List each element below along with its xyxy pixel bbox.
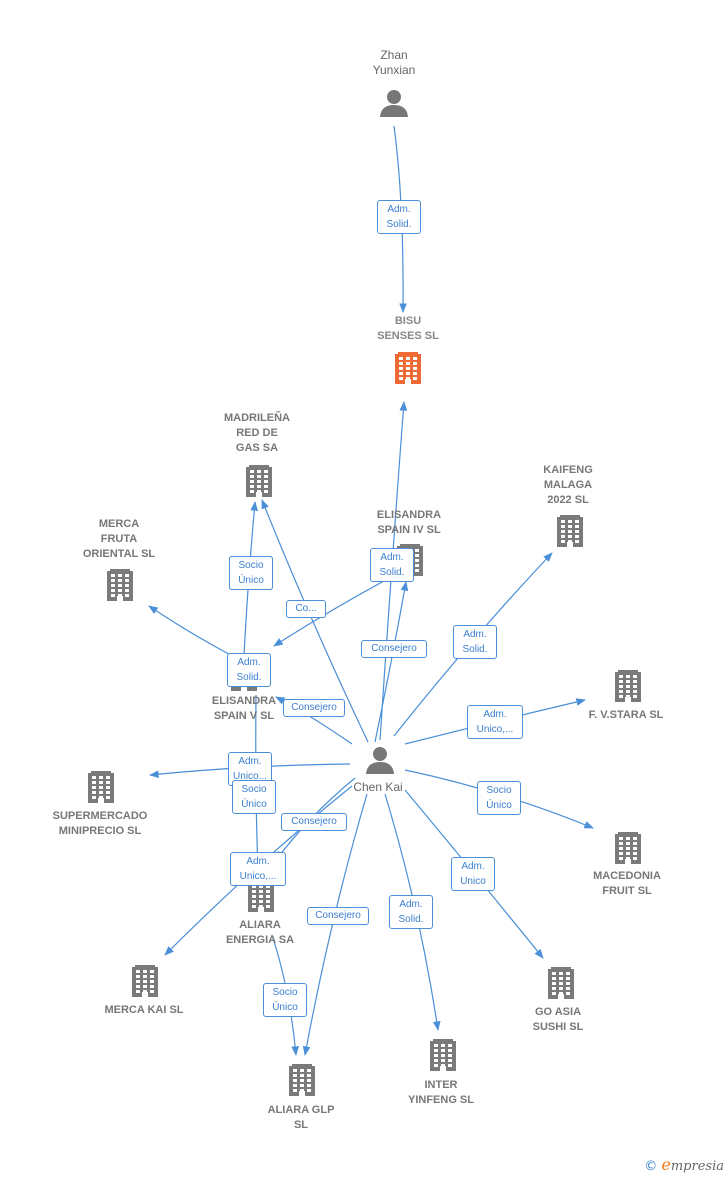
edges-layer — [148, 125, 594, 1056]
node-label-aliara_glp[interactable]: ALIARA GLP SL — [267, 1104, 335, 1131]
edge-label-chen-to-macedonia[interactable]: Socio Único — [477, 781, 521, 815]
building-icon-aliara_energia[interactable] — [248, 880, 274, 912]
building-icon-go_asia[interactable] — [548, 967, 574, 999]
brand-name: mpresia — [670, 1159, 724, 1174]
node-label-vstara[interactable]: F. V.STARA SL — [588, 709, 664, 721]
edge-label-chen-to-kaifeng[interactable]: Adm. Solid. — [453, 625, 497, 659]
building-icon-madrilena[interactable] — [246, 465, 272, 497]
person-icon-zhan[interactable] — [380, 90, 408, 117]
building-icon-merca_kai[interactable] — [132, 965, 158, 997]
edge-label-chen-to-elisandra_v[interactable]: Consejero — [283, 699, 345, 717]
edge-label-aliara_energia-to-aliara_glp[interactable]: Socio Único — [263, 983, 307, 1017]
edge-chen-to-elisandra_iv — [374, 581, 409, 743]
node-label-zhan[interactable]: Zhan Yunxian — [372, 48, 416, 77]
edge-chen-to-madrilena — [261, 499, 369, 743]
edge-label-elisandra_v-to-aliara_energia[interactable]: Socio Único — [232, 780, 276, 814]
node-label-madrilena[interactable]: MADRILEÑA RED DE GAS SA — [224, 412, 290, 454]
node-label-chen[interactable]: Chen Kai — [353, 780, 403, 794]
edge-label-zhan-to-bisu[interactable]: Adm. Solid. — [377, 200, 421, 234]
edge-label-chen-to-merca_kai[interactable]: Adm. Unico,... — [230, 852, 286, 886]
node-label-inter_yinfeng[interactable]: INTER YINFENG SL — [407, 1079, 474, 1106]
edge-label-elisandra_v-to-merca_fruta[interactable]: Adm. Solid. — [227, 653, 271, 687]
copyright-symbol: © — [644, 1159, 658, 1174]
edge-elisandra_iv-to-elisandra_v — [273, 574, 396, 647]
node-label-elisandra_iv[interactable]: ELISANDRA SPAIN IV SL — [376, 509, 442, 536]
edge-label-chen-to-elisandra_iv[interactable]: Consejero — [361, 640, 427, 658]
building-icon-bisu[interactable] — [395, 352, 421, 384]
node-label-supermercado[interactable]: SUPERMERCADO MINIPRECIO SL — [52, 810, 148, 837]
edge-label-chen-to-bisu[interactable]: Adm. Solid. — [370, 548, 414, 582]
building-icon-macedonia[interactable] — [615, 832, 641, 864]
building-icon-merca_fruta[interactable] — [107, 569, 133, 601]
node-label-macedonia[interactable]: MACEDONIA FRUIT SL — [593, 870, 661, 897]
building-icon-inter_yinfeng[interactable] — [430, 1039, 456, 1071]
brand-initial: e — [661, 1155, 671, 1174]
node-label-go_asia[interactable]: GO ASIA SUSHI SL — [532, 1006, 584, 1033]
node-label-bisu[interactable]: BISU SENSES SL — [377, 315, 439, 342]
edge-label-elisandra_v-to-madrilena[interactable]: Socio Único — [229, 556, 273, 590]
edge-label-chen-to-aliara_glp[interactable]: Consejero — [307, 907, 369, 925]
empresia-watermark: © empresia — [644, 1155, 724, 1174]
building-icon-kaifeng[interactable] — [557, 515, 583, 547]
node-label-merca_kai[interactable]: MERCA KAI SL — [104, 1004, 184, 1016]
node-label-merca_fruta[interactable]: MERCA FRUTA ORIENTAL SL — [82, 518, 156, 560]
node-label-elisandra_v[interactable]: ELISANDRA SPAIN V SL — [211, 695, 277, 722]
edge-label-elisandra_iv-to-elisandra_v[interactable]: Co... — [286, 600, 326, 618]
node-label-aliara_energia[interactable]: ALIARA ENERGIA SA — [225, 919, 295, 946]
edge-label-chen-to-vstara[interactable]: Adm. Unico,... — [467, 705, 523, 739]
edge-chen-to-elisandra_v — [275, 696, 353, 745]
building-icon-vstara[interactable] — [615, 670, 641, 702]
building-icon-aliara_glp[interactable] — [289, 1064, 315, 1096]
edge-label-chen-to-inter_yinfeng[interactable]: Adm. Solid. — [389, 895, 433, 929]
building-icon-supermercado[interactable] — [88, 771, 114, 803]
person-icon-chen[interactable] — [366, 747, 394, 774]
icons-layer — [88, 90, 641, 1096]
node-label-kaifeng[interactable]: KAIFENG MALAGA 2022 SL — [543, 464, 593, 506]
edge-label-chen-to-aliara_energia[interactable]: Consejero — [281, 813, 347, 831]
edge-label-chen-to-go_asia[interactable]: Adm. Unico — [451, 857, 495, 891]
